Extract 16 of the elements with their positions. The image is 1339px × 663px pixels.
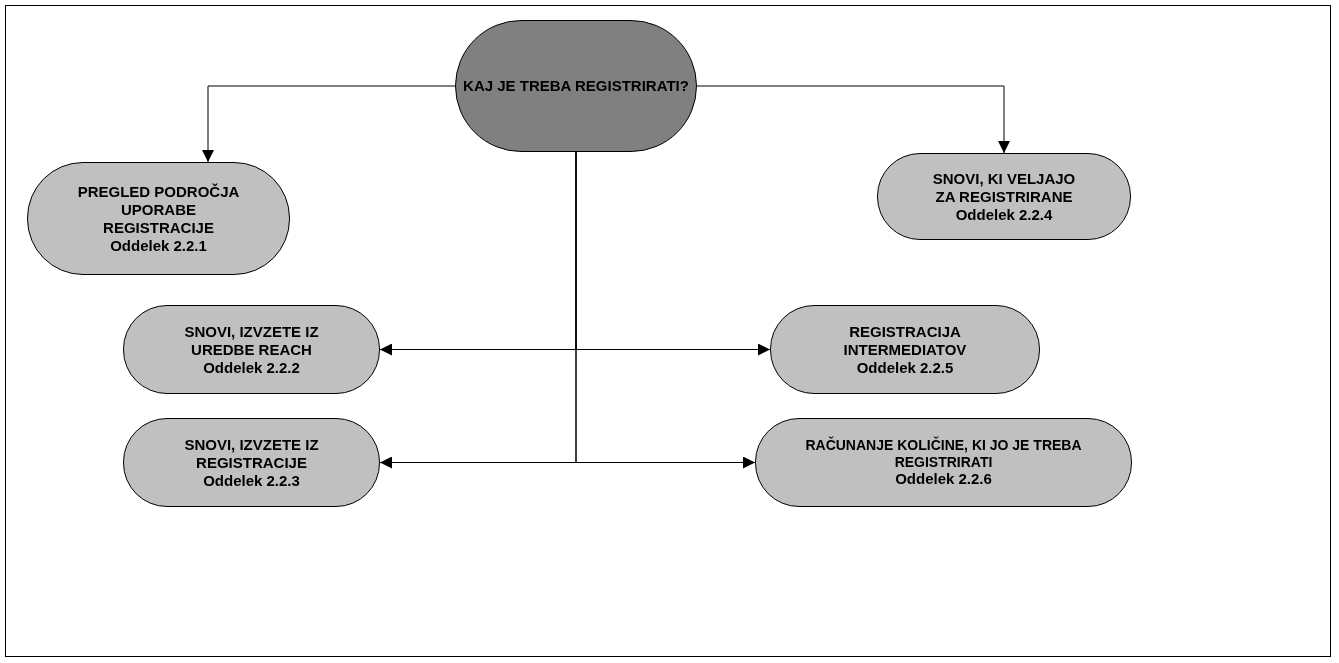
- section-reference: Oddelek 2.2.5: [856, 358, 954, 377]
- section-reference: Oddelek 2.2.3: [203, 471, 300, 490]
- section-reference: Oddelek 2.2.6: [895, 470, 992, 489]
- box-title: RAČUNANJE KOLIČINE, KI JO JE TREBA REGISTRIRATI: [804, 436, 1083, 471]
- box-title: SNOVI, KI VELJAJO ZA REGISTRIRANE: [931, 169, 1077, 206]
- box-title: SNOVI, IZVZETE IZ REGISTRACIJE: [183, 435, 320, 472]
- box-title: KAJ JE TREBA REGISTRIRATI?: [463, 77, 689, 95]
- arrow: [696, 85, 1010, 154]
- arrow: [575, 151, 756, 469]
- section-reference: Oddelek 2.2.2: [203, 358, 300, 377]
- box-title: SNOVI, IZVZETE IZ UREDBE REACH: [183, 322, 320, 359]
- box-title: PREGLED PODROČJA UPORABE REGISTRACIJE: [76, 182, 241, 237]
- box-title: REGISTRACIJA INTERMEDIATOV: [842, 322, 968, 359]
- section-reference: Oddelek 2.2.1: [110, 236, 207, 255]
- arrow: [202, 85, 456, 163]
- section-reference: Oddelek 2.2.4: [955, 205, 1053, 224]
